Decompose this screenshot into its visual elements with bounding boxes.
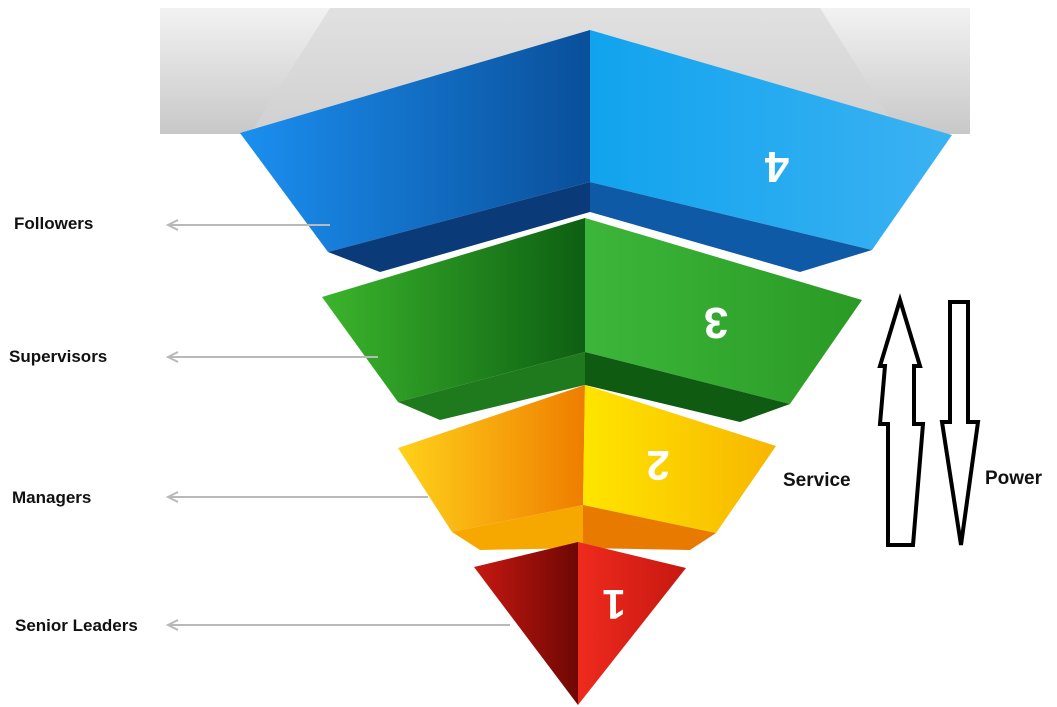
tier-2-bottom-right [583, 505, 716, 550]
tier-3-bottom-left [398, 352, 585, 420]
tier-4-right-face [590, 30, 952, 250]
up-arrow-icon [877, 293, 926, 547]
tier-3-bottom-right [585, 352, 790, 422]
tier-4-bottom-right [590, 182, 872, 272]
power-label: Power [985, 468, 1043, 489]
tier-2-left-face [398, 385, 585, 532]
tier-2-right-face [583, 385, 776, 533]
tier-1-right-face [578, 542, 686, 705]
tier-4-left-face [240, 30, 590, 252]
pointer-followers-head [165, 219, 179, 231]
label-managers: Managers [12, 488, 92, 507]
tier-2-number: 2 [646, 442, 669, 489]
tier-2-block: 2 [398, 385, 776, 550]
label-supervisors: Supervisors [9, 347, 108, 366]
down-arrow-icon [939, 300, 981, 546]
tier-1-number: 1 [602, 581, 625, 628]
tier-3-block: 3 [322, 218, 862, 422]
tier-1-left-face [474, 542, 578, 705]
tier-3-right-face [585, 218, 862, 404]
tier-3-left-face [322, 218, 585, 402]
tier-4-bottom-left [328, 182, 590, 272]
tier-2-bottom-left [452, 505, 583, 550]
tier-4-block: 4 [240, 30, 952, 272]
tier-3-number: 3 [704, 298, 728, 347]
pointer-managers-head [165, 491, 179, 503]
tier-1-block: 1 [474, 542, 686, 705]
pointer-senior-leaders-head [165, 619, 179, 631]
pointer-supervisors-head [165, 351, 179, 363]
label-senior-leaders: Senior Leaders [15, 616, 138, 635]
service-label: Service [783, 470, 851, 491]
label-pointers [165, 219, 510, 631]
tier-4-number: 4 [764, 142, 789, 191]
label-followers: Followers [14, 214, 94, 233]
